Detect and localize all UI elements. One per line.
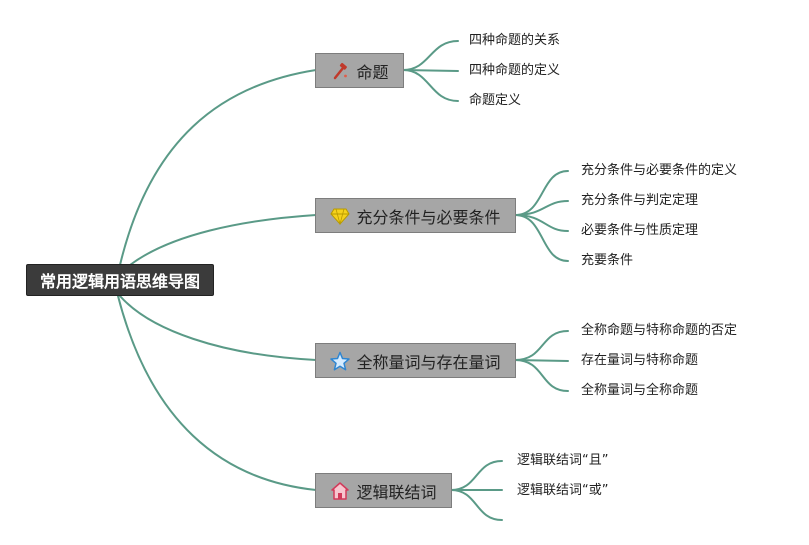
leaf-topic[interactable]: 全称量词与全称命题: [581, 383, 699, 398]
leaf-topic[interactable]: 必要条件与性质定理: [581, 223, 699, 238]
star-icon: [330, 351, 351, 371]
leaf-topic[interactable]: 命题定义: [469, 93, 522, 108]
branch-proposition[interactable]: 命题: [315, 53, 404, 88]
leaf-topic[interactable]: 四种命题的关系: [469, 33, 561, 48]
leaf-topic[interactable]: 四种命题的定义: [469, 63, 561, 78]
hammer-icon: [330, 61, 350, 81]
branch-label: 充分条件与必要条件: [356, 207, 501, 227]
leaf-topic[interactable]: 充分条件与判定定理: [581, 193, 699, 208]
leaf-topic[interactable]: 逻辑联结词“或”: [517, 483, 609, 498]
branch-label: 全称量词与存在量词: [356, 352, 501, 372]
leaf-topic[interactable]: 逻辑联结词“且”: [517, 453, 609, 468]
leaf-topic[interactable]: 全称命题与特称命题的否定: [581, 323, 738, 338]
branch-label: 命题: [356, 62, 389, 82]
leaf-topic[interactable]: 存在量词与特称命题: [581, 353, 699, 368]
branch-connectives[interactable]: 逻辑联结词: [315, 473, 452, 508]
diamond-icon: [330, 206, 351, 226]
leaf-topic[interactable]: 充要条件: [581, 253, 634, 268]
root-topic[interactable]: 常用逻辑用语思维导图: [26, 264, 214, 296]
house-icon: [330, 481, 350, 501]
leaf-topic[interactable]: 充分条件与必要条件的定义: [581, 163, 738, 178]
branch-quantifiers[interactable]: 全称量词与存在量词: [315, 343, 516, 378]
branch-label: 逻辑联结词: [356, 482, 437, 502]
branch-conditions[interactable]: 充分条件与必要条件: [315, 198, 516, 233]
